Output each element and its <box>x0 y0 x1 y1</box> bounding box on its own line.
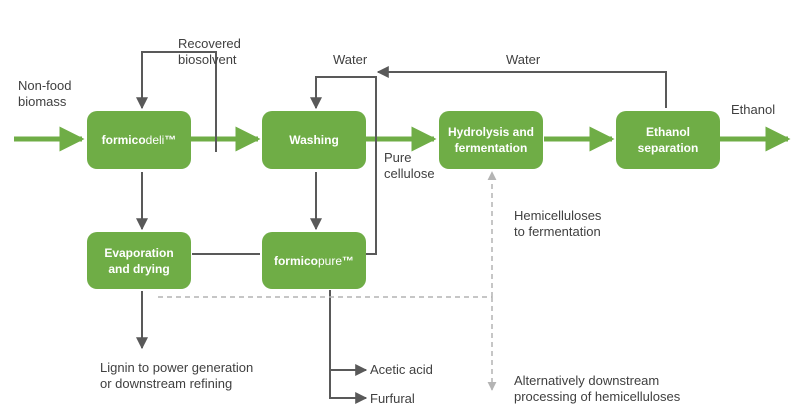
formicopure-label: formicopure™ <box>273 253 355 268</box>
formicodeli-box: formicodeli™ <box>87 111 191 169</box>
water-left-label: Water <box>333 52 368 67</box>
recovered-biosolvent-loop <box>136 51 217 152</box>
water-right-label: Water <box>506 52 541 67</box>
formicodeli-label: formicodeli™ <box>101 133 177 147</box>
furfural-label: Furfural <box>370 391 415 406</box>
acetic-acid-label: Acetic acid <box>370 362 433 377</box>
non-food-biomass-label: Non-food biomass <box>18 78 72 109</box>
ethanol-separation-box: Ethanol separation <box>616 111 720 169</box>
alternative-processing-label: Alternatively downstream processing of h… <box>514 373 681 404</box>
water-return-line <box>376 66 667 108</box>
furfural-arrow <box>329 370 368 404</box>
ethanol-separation-label: Ethanol separation <box>637 125 699 155</box>
evaporation-box: Evaporation and drying <box>87 232 191 289</box>
hemicelluloses-to-fermentation-label: Hemicelluloses to fermentation <box>514 208 602 239</box>
ethanol-label: Ethanol <box>731 102 776 117</box>
hydrolysis-label: Hydrolysis and fermentation <box>447 125 535 155</box>
evaporation-label: Evaporation and drying <box>104 245 174 276</box>
pure-cellulose-label: Pure cellulose <box>384 150 435 181</box>
formicopure-box: formicopure™ <box>262 232 366 289</box>
water-loop-left <box>310 76 377 139</box>
washing-label: Washing <box>289 133 339 147</box>
hydrolysis-box: Hydrolysis and fermentation <box>439 111 543 169</box>
recovered-biosolvent-label: Recovered biosolvent <box>178 36 241 67</box>
washing-box: Washing <box>262 111 366 169</box>
pure-feedback-line <box>366 139 377 255</box>
acetic-acid-arrow <box>329 290 368 376</box>
lignin-label: Lignin to power generation or downstream… <box>100 360 254 391</box>
